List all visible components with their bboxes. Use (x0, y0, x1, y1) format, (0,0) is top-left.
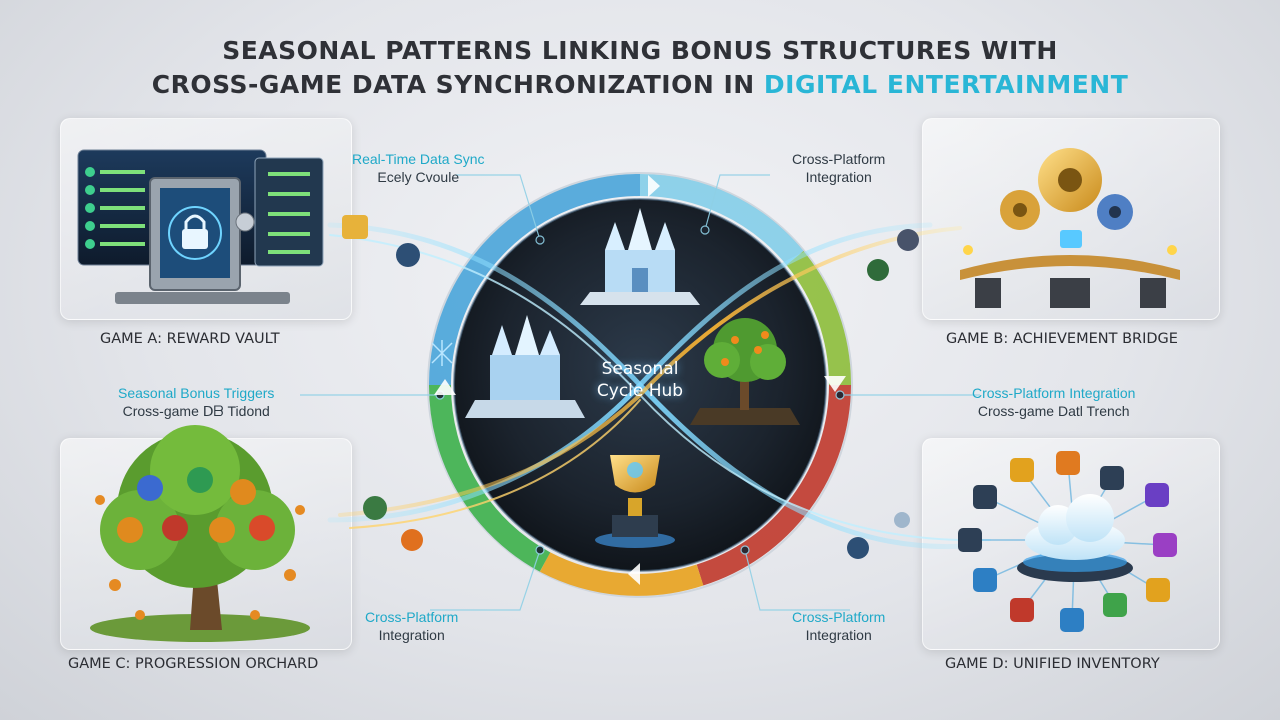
ring-segment-autumn (696, 384, 851, 586)
leaf-icon (95, 495, 305, 620)
sword-icon (958, 451, 1177, 632)
ring-segment-winter (429, 174, 641, 386)
gear-icon (1000, 148, 1133, 230)
shield-icon (342, 215, 919, 559)
connector-bottom-right-line-2: Integration (805, 627, 872, 643)
connector-mid-left-line-1: Seasonal Bonus Triggers (118, 385, 275, 401)
ring-segment-growth (428, 384, 551, 572)
game-b-label: GAME B: ACHIEVEMENT BRIDGE (946, 331, 1178, 347)
connector-lines (300, 174, 980, 611)
connector-mid-left-line-2: Cross-game ᗞᗷ Tidond (122, 403, 270, 419)
cloud-icon (1025, 494, 1125, 560)
title-line-2: CROSS-GAME DATA SYNCHRONIZATION IN DIGIT… (0, 68, 1280, 102)
connector-bottom-left-line-1: Cross-Platform (365, 609, 459, 625)
snowflake-icon (431, 340, 453, 366)
lock-icon (182, 214, 208, 249)
connector-top-left-line-2: Ecely Cvoule (377, 169, 460, 185)
connector-top-right-line-2: Integration (805, 169, 872, 185)
ring-arrows (434, 175, 846, 585)
connector-top-right: Cross-Platform Integration (792, 150, 885, 186)
lock-icon (117, 467, 275, 543)
title-line-2-prefix: CROSS-GAME DATA SYNCHRONIZATION IN (151, 70, 764, 99)
connector-mid-right-line-1: Cross-Platform Integration (972, 385, 1136, 401)
unified-inventory-illustration (958, 451, 1177, 632)
hub-label-line-2: Cycle Hub (596, 381, 684, 401)
connector-bottom-left-line-2: Integration (378, 627, 445, 643)
title-line-2-accent: DIGITAL ENTERTAINMENT (763, 70, 1129, 99)
ice-castle-icon (465, 315, 585, 418)
connector-bottom-right: Cross-Platform Integration (792, 608, 885, 644)
achievement-bridge-illustration (960, 148, 1180, 308)
reward-vault-illustration (77, 149, 324, 304)
seasonal-ring (427, 172, 853, 598)
page-title: SEASONAL PATTERNS LINKING BONUS STRUCTUR… (0, 34, 1280, 102)
game-a-label: GAME A: REWARD VAULT (100, 331, 280, 347)
connector-mid-left: Seasonal Bonus Triggers Cross-game ᗞᗷ Ti… (118, 384, 274, 420)
title-line-1: SEASONAL PATTERNS LINKING BONUS STRUCTUR… (222, 36, 1058, 65)
game-c-label: GAME C: PROGRESSION ORCHARD (68, 656, 319, 672)
connector-top-left-line-1: Real-Time Data Sync (352, 151, 485, 167)
castle-icon (580, 208, 700, 305)
connector-mid-right: Cross-Platform Integration Cross-game Da… (972, 384, 1135, 420)
hub-label: Seasonal Cycle Hub (570, 358, 710, 402)
ring-segment-spring (639, 173, 804, 266)
trophy-icon (595, 455, 675, 548)
connector-bottom-right-line-1: Cross-Platform (792, 609, 886, 625)
connector-top-left: Real-Time Data Sync Ecely Cvoule (352, 150, 485, 186)
game-d-label: GAME D: UNIFIED INVENTORY (945, 656, 1160, 672)
connector-mid-right-line-2: Cross-game Datl Trench (977, 403, 1130, 419)
progression-orchard-illustration (90, 425, 310, 642)
connector-bottom-left: Cross-Platform Integration (365, 608, 458, 644)
hub-label-line-1: Seasonal (601, 359, 679, 379)
tree-icon (690, 318, 800, 425)
ring-segment-harvest (539, 552, 704, 596)
data-flow-streams (327, 222, 991, 550)
connector-top-right-line-1: Cross-Platform (792, 151, 886, 167)
